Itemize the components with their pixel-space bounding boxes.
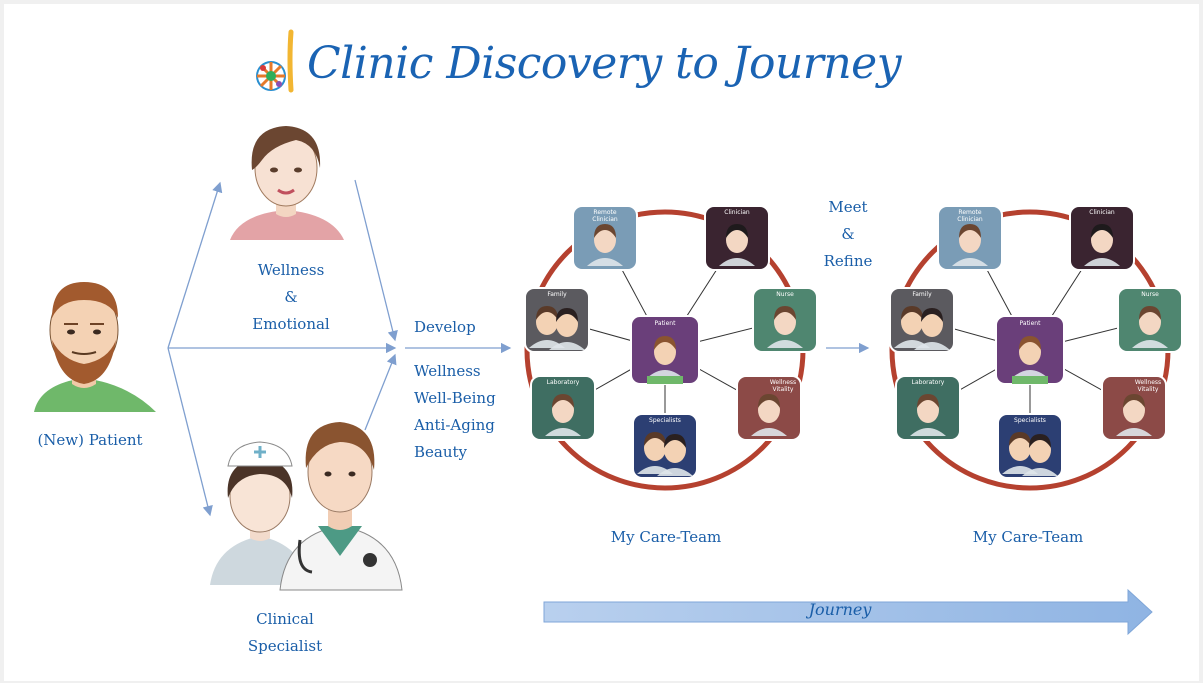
care-node-specialists: Specialists	[997, 413, 1063, 479]
care-node-patient: Patient	[630, 315, 700, 385]
journey-label: Journey	[808, 600, 872, 619]
care-node-label: Vitality	[773, 386, 794, 393]
wellness-label-line-1: Wellness	[257, 261, 325, 279]
meet-refine-line-1: Meet	[828, 198, 868, 216]
care-node-label: Wellness	[1135, 379, 1161, 386]
care-node-label: Vitality	[1138, 386, 1159, 393]
title-area: Clinic Discovery to Journey	[255, 28, 902, 98]
focus-item: Well-Being	[414, 389, 496, 407]
flow-arrows	[167, 179, 870, 517]
care-node-label: Patient	[655, 320, 677, 327]
care-node-label: Nurse	[776, 291, 794, 298]
develop-label: Develop	[414, 318, 476, 336]
new-patient-avatar	[34, 282, 156, 412]
care-team-label-2: My Care-Team	[972, 528, 1084, 546]
page-title: Clinic Discovery to Journey	[307, 37, 902, 89]
wellness-woman-avatar	[230, 126, 344, 240]
care-node-label: Family	[547, 291, 567, 298]
meet-refine-label: Meet & Refine	[818, 194, 878, 275]
care-node-label: Laboratory	[912, 379, 945, 386]
care-node-laboratory: Laboratory	[895, 375, 961, 441]
clinical-specialist-avatar	[210, 422, 403, 591]
clinical-label-line-1: Clinical	[256, 610, 314, 628]
wellness-label-line-3: Emotional	[252, 315, 330, 333]
care-node-label: Clinician	[957, 216, 983, 223]
care-node-label: Patient	[1020, 320, 1042, 327]
focus-item: Anti-Aging	[414, 416, 495, 434]
focus-item: Beauty	[414, 443, 468, 461]
wellness-label-line-2: &	[284, 288, 298, 306]
new-patient-label: (New) Patient	[37, 431, 143, 449]
care-node-family: Family	[889, 287, 955, 353]
journey-arrow	[543, 588, 1153, 636]
wellness-emotional-label: Wellness & Emotional	[236, 257, 346, 338]
focus-item: Wellness	[414, 362, 481, 380]
clinical-label-line-2: Specialist	[247, 637, 323, 655]
care-node-label: Clinician	[724, 209, 750, 216]
care-node-patient: Patient	[995, 315, 1065, 385]
care-team-diagram-1: PatientRemoteClinicianClinicianNurseWell…	[524, 205, 818, 491]
care-node-label: Specialists	[1014, 417, 1046, 424]
care-node-clinician: Clinician	[704, 205, 770, 271]
care-node-label: Remote	[593, 209, 616, 216]
care-node-nurse: Nurse	[1117, 287, 1183, 353]
care-node-family: Family	[524, 287, 590, 353]
meet-refine-line-3: Refine	[823, 252, 873, 270]
care-node-label: Specialists	[649, 417, 681, 424]
clinic-logo-icon	[255, 28, 303, 98]
care-team-label-1: My Care-Team	[610, 528, 722, 546]
care-node-laboratory: Laboratory	[530, 375, 596, 441]
care-node-label: Clinician	[592, 216, 618, 223]
care-node-nurse: Nurse	[752, 287, 818, 353]
care-team-diagram-2: PatientRemoteClinicianClinicianNurseWell…	[889, 205, 1183, 491]
care-node-label: Laboratory	[547, 379, 580, 386]
care-node-label: Remote	[958, 209, 981, 216]
focus-list: Wellness Well-Being Anti-Aging Beauty	[414, 358, 514, 466]
care-node-clinician: Clinician	[1069, 205, 1135, 271]
meet-refine-line-2: &	[841, 225, 855, 243]
clinical-specialist-label: Clinical Specialist	[230, 606, 340, 660]
care-node-specialists: Specialists	[632, 413, 698, 479]
care-node-label: Clinician	[1089, 209, 1115, 216]
care-node-label: Wellness	[770, 379, 796, 386]
care-node-label: Family	[912, 291, 932, 298]
care-node-label: Nurse	[1141, 291, 1159, 298]
